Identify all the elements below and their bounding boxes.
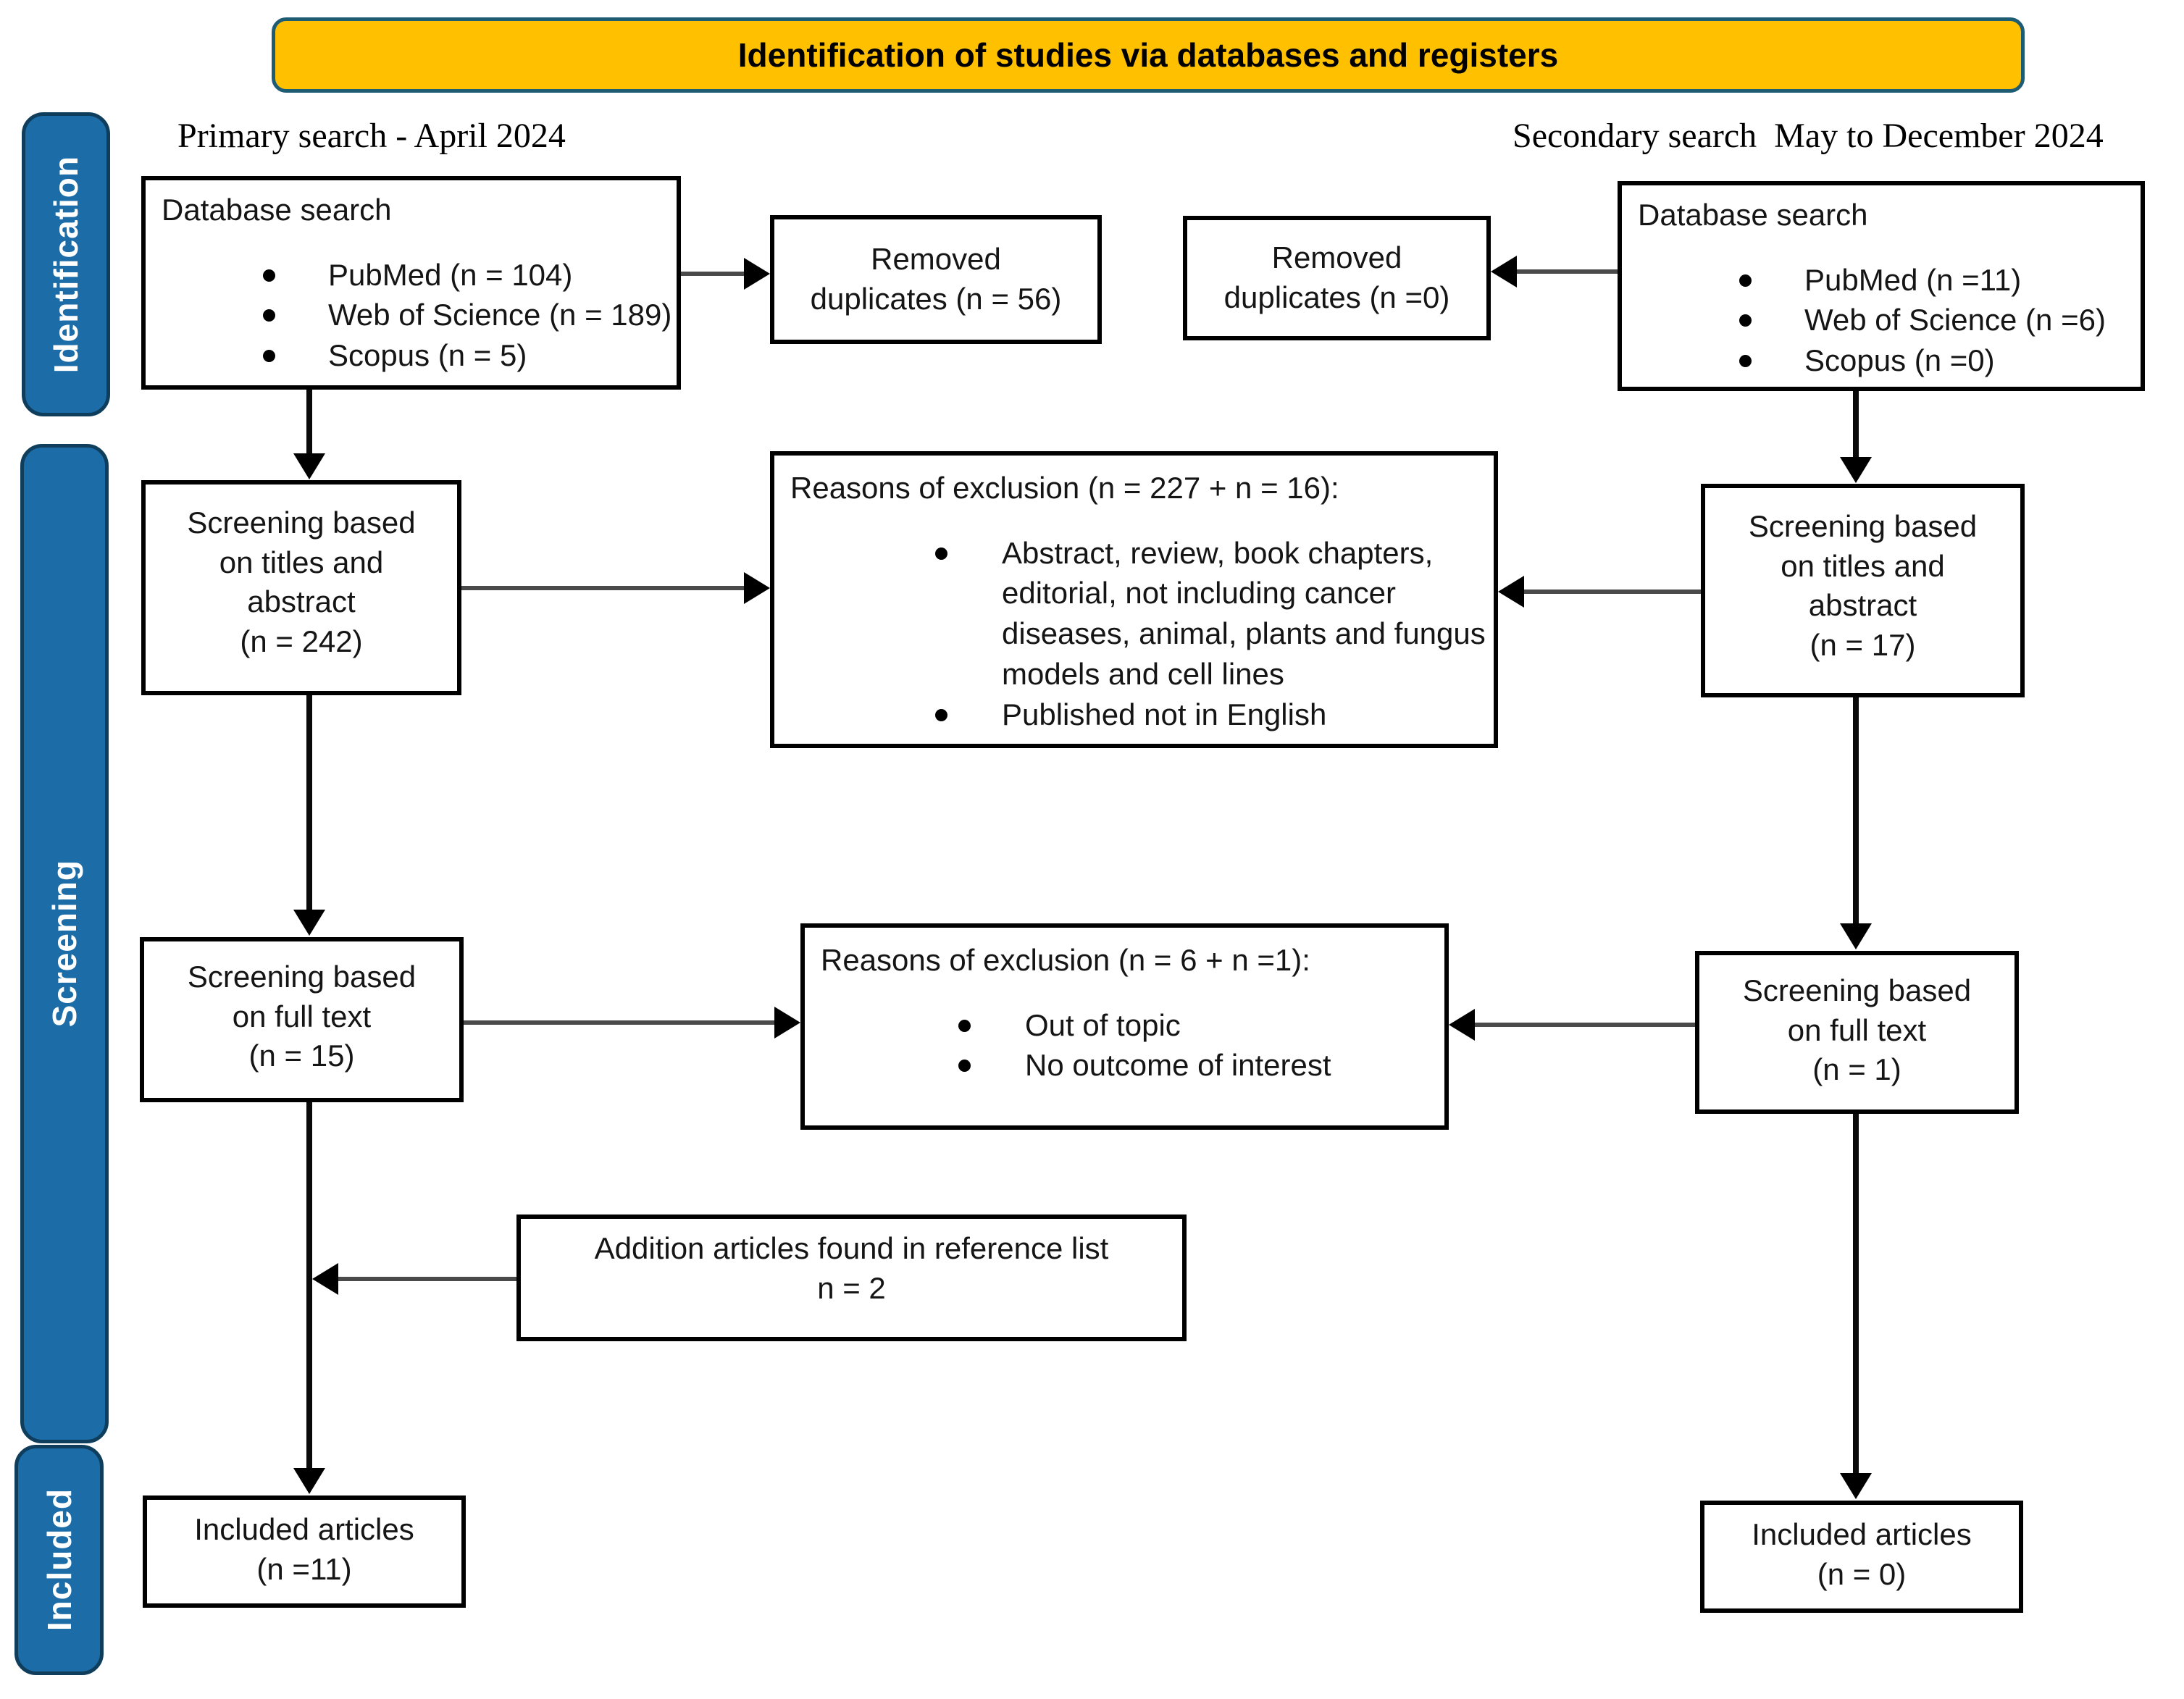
arrow-fulltextright-down-head [1840, 1473, 1872, 1499]
arrow-addition-to-left-line [338, 1277, 516, 1281]
stage-included: Included [14, 1445, 104, 1675]
banner-title-text: Identification of studies via databases … [737, 36, 1559, 74]
screen-titles-left-line3: abstract [247, 584, 356, 619]
db-right-list: PubMed (n =11) Web of Science (n =6) Sco… [1638, 260, 2141, 382]
arrow-fulltextright-to-exclusion-line [1475, 1023, 1695, 1027]
screen-titles-right-line1: Screening based [1748, 509, 1978, 543]
db-right-title: Database search [1638, 198, 1868, 232]
exclusion-top-list: Abstract, review, book chapters, editori… [790, 533, 1494, 735]
db-right-item-scopus: Scopus (n =0) [1739, 340, 2141, 381]
addition-line2: n = 2 [817, 1270, 886, 1305]
box-addition-articles: Addition articles found in reference lis… [516, 1215, 1187, 1341]
fulltext-right-line3: (n = 1) [1812, 1052, 1901, 1087]
box-included-right: Included articles (n = 0) [1700, 1501, 2023, 1613]
included-left-line1: Included articles [194, 1512, 414, 1546]
exclusion-bottom-item1: Out of topic [958, 1005, 1444, 1046]
arrow-screenleft-to-exclusion-head [744, 572, 770, 604]
arrow-dbright-down-head [1840, 457, 1872, 483]
arrow-dbright-to-removed-head [1491, 256, 1517, 288]
exclusion-top-item2: Published not in English [935, 695, 1494, 735]
arrow-dbleft-down-line [306, 390, 312, 456]
arrow-screenleft-down-head [293, 910, 325, 936]
arrow-fulltextleft-down-head [293, 1468, 325, 1494]
arrow-dbright-to-removed-line [1517, 269, 1618, 274]
removed-left-line1: Removed [871, 242, 1001, 277]
exclusion-top-item1: Abstract, review, book chapters, editori… [935, 533, 1494, 695]
arrow-screenright-to-exclusion-line [1524, 590, 1701, 594]
included-left-line2: (n =11) [256, 1551, 352, 1586]
addition-line1: Addition articles found in reference lis… [594, 1231, 1109, 1265]
db-left-item-scopus: Scopus (n = 5) [263, 335, 677, 376]
removed-right-line1: Removed [1271, 240, 1402, 275]
box-fulltext-right: Screening based on full text (n = 1) [1695, 951, 2019, 1114]
screen-titles-right-line2: on titles and [1781, 548, 1945, 583]
stage-identification: Identification [22, 112, 110, 416]
included-right-line2: (n = 0) [1817, 1556, 1907, 1591]
arrow-screenleft-to-exclusion-line [461, 586, 747, 590]
db-left-item-pubmed: PubMed (n = 104) [263, 255, 677, 295]
arrow-dbleft-to-removed-head [744, 258, 770, 290]
fulltext-right-line1: Screening based [1742, 973, 1972, 1007]
db-right-item-pubmed: PubMed (n =11) [1739, 260, 2141, 301]
stage-screening-label: Screening [46, 860, 83, 1028]
arrow-screenleft-down-line [306, 695, 312, 913]
arrow-fulltextright-down-line [1853, 1114, 1859, 1474]
box-screening-titles-right: Screening based on titles and abstract (… [1701, 484, 2025, 697]
stage-included-label: Included [40, 1488, 78, 1632]
stage-identification-label: Identification [47, 155, 85, 374]
db-left-list: PubMed (n = 104) Web of Science (n = 189… [162, 255, 677, 377]
arrow-fulltextleft-down-line [306, 1102, 312, 1469]
box-database-search-right: Database search PubMed (n =11) Web of Sc… [1618, 181, 2145, 391]
box-screening-titles-left: Screening based on titles and abstract (… [141, 480, 461, 695]
exclusion-top-title: Reasons of exclusion (n = 227 + n = 16): [790, 471, 1339, 505]
arrow-screenright-to-exclusion-head [1498, 576, 1524, 608]
included-right-line1: Included articles [1752, 1517, 1972, 1551]
primary-search-header: Primary search - April 2024 [177, 117, 566, 155]
box-exclusion-reasons-top: Reasons of exclusion (n = 227 + n = 16):… [770, 451, 1498, 748]
arrow-dbleft-down-head [293, 453, 325, 479]
fulltext-left-line1: Screening based [187, 960, 417, 994]
fulltext-left-line3: (n = 15) [248, 1039, 355, 1073]
screen-titles-left-line1: Screening based [187, 505, 416, 540]
screen-titles-left-line2: on titles and [219, 545, 384, 579]
db-left-title: Database search [162, 193, 392, 227]
box-database-search-left: Database search PubMed (n = 104) Web of … [141, 176, 681, 390]
exclusion-bottom-list: Out of topic No outcome of interest [821, 1005, 1444, 1086]
removed-right-line2: duplicates (n =0) [1223, 280, 1450, 314]
db-left-item-wos: Web of Science (n = 189) [263, 295, 677, 335]
secondary-search-header: Secondary search May to December 2024 [1513, 117, 2104, 155]
arrow-fulltextleft-to-exclusion-line [464, 1020, 776, 1025]
box-removed-duplicates-right: Removed duplicates (n =0) [1183, 216, 1491, 340]
stage-screening: Screening [20, 444, 109, 1443]
screen-titles-right-line4: (n = 17) [1809, 627, 1916, 662]
screen-titles-left-line4: (n = 242) [240, 624, 363, 658]
arrow-fulltextright-to-exclusion-head [1449, 1009, 1475, 1041]
db-right-item-wos: Web of Science (n =6) [1739, 300, 2141, 340]
box-removed-duplicates-left: Removed duplicates (n = 56) [770, 215, 1102, 344]
arrow-screenright-down-head [1840, 923, 1872, 949]
fulltext-left-line2: on full text [232, 999, 372, 1033]
box-exclusion-reasons-bottom: Reasons of exclusion (n = 6 + n =1): Out… [800, 923, 1449, 1130]
exclusion-bottom-item2: No outcome of interest [958, 1045, 1444, 1086]
arrow-dbright-down-line [1853, 391, 1859, 460]
fulltext-right-line2: on full text [1787, 1012, 1927, 1047]
removed-left-line2: duplicates (n = 56) [810, 282, 1062, 316]
arrow-addition-to-left-head [312, 1263, 338, 1295]
arrow-screenright-down-line [1853, 697, 1859, 926]
box-included-left: Included articles (n =11) [143, 1495, 466, 1608]
arrow-dbleft-to-removed-line [681, 272, 746, 276]
banner-title: Identification of studies via databases … [272, 17, 2025, 93]
exclusion-bottom-title: Reasons of exclusion (n = 6 + n =1): [821, 943, 1310, 977]
screen-titles-right-line3: abstract [1808, 588, 1917, 623]
arrow-fulltextleft-to-exclusion-head [774, 1007, 800, 1039]
box-fulltext-left: Screening based on full text (n = 15) [140, 937, 464, 1102]
